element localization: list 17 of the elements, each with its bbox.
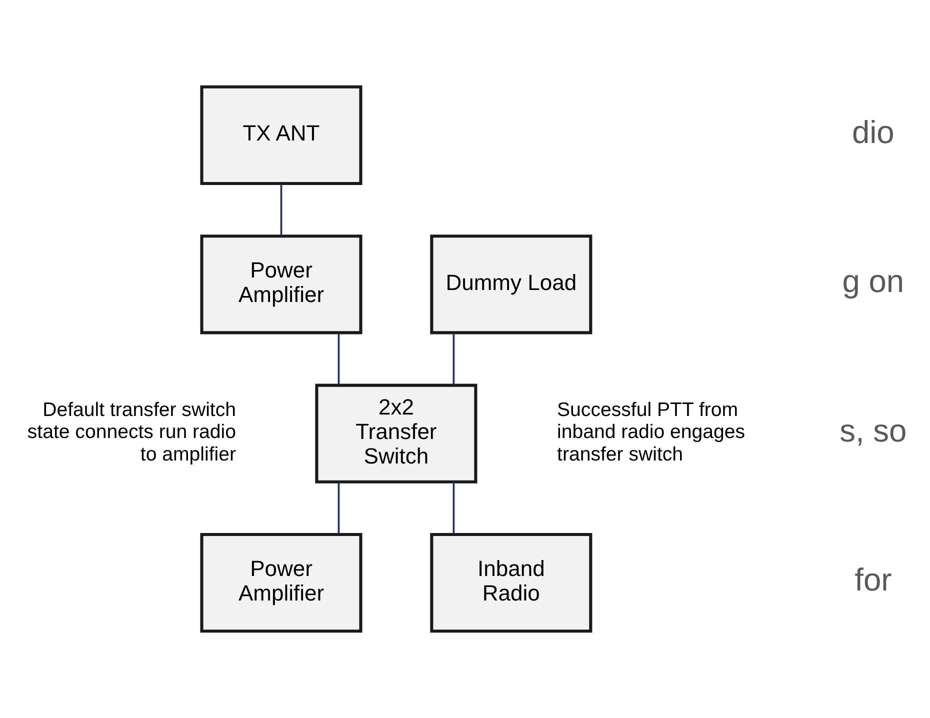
- label: g on: [842, 263, 904, 300]
- connector: [452, 332, 455, 385]
- connector: [280, 184, 282, 236]
- connector: [338, 482, 340, 534]
- node-box: Power Amplifier: [200, 234, 362, 334]
- node-box: Power Amplifier: [200, 532, 362, 633]
- connector: [338, 332, 340, 385]
- label: s, so: [840, 412, 907, 448]
- label: dio: [852, 114, 894, 150]
- node-box: Inband Radio: [430, 532, 592, 633]
- node-label: Successful PTT from inband radio engages transfer switch: [557, 399, 746, 466]
- node-box: Dummy Load: [430, 234, 592, 334]
- label: for: [854, 562, 892, 598]
- connector: [452, 482, 455, 534]
- node-box: 2x2 Transfer Switch: [315, 384, 478, 484]
- node-box: TX ANT: [200, 85, 362, 186]
- node-label: Default transfer switch state connects run radio to amplifier: [27, 399, 236, 466]
